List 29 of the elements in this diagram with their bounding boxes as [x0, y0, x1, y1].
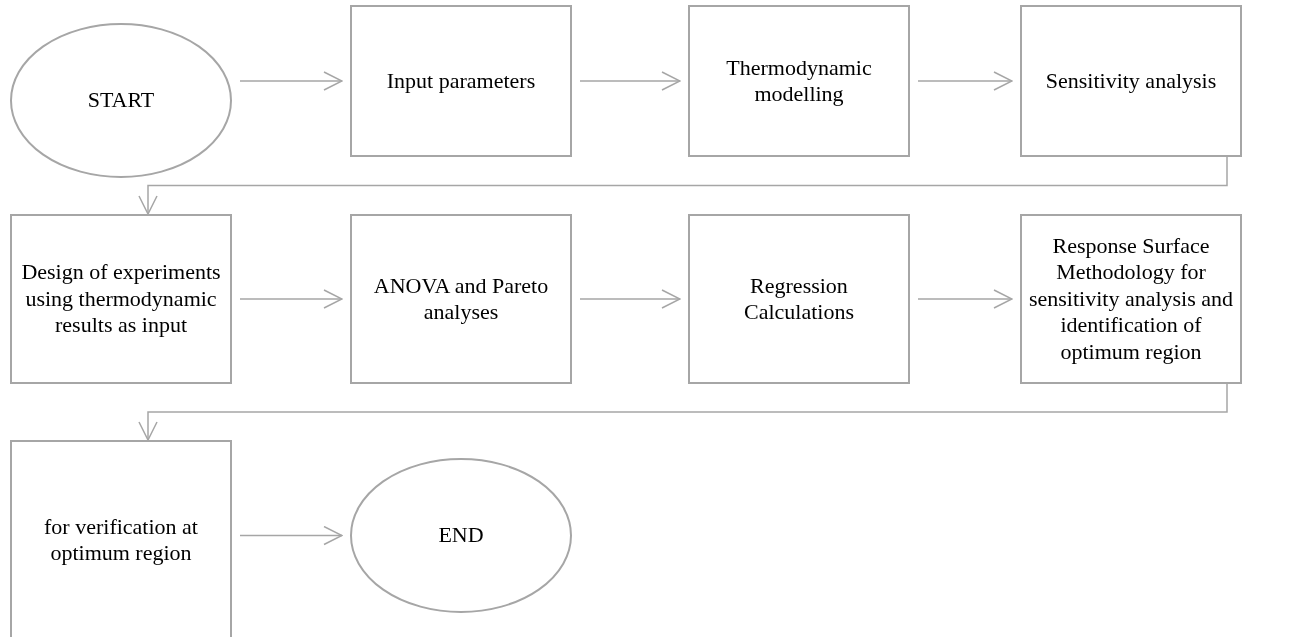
step-label: ANOVA and Pareto analyses — [372, 272, 550, 326]
arrow — [138, 383, 1228, 441]
process-box — [1020, 214, 1242, 384]
arrow — [138, 156, 1228, 215]
step-label: Thermodynamic modelling — [725, 54, 873, 108]
terminal-ellipse — [350, 458, 572, 613]
step-label: Response Surface Methodology for sensitivity analysis and identification of optimum region — [1027, 233, 1235, 365]
terminal-ellipse — [10, 23, 232, 178]
arrow — [579, 289, 681, 309]
process-box — [688, 5, 910, 157]
arrow — [579, 71, 681, 91]
process-box — [688, 214, 910, 384]
step-label: for verification at optimum region — [43, 513, 199, 567]
step-label: Input parameters — [385, 67, 537, 95]
arrow — [917, 71, 1013, 91]
step-label: END — [437, 522, 485, 549]
step-label: Regression Calculations — [743, 272, 855, 326]
process-box — [1020, 5, 1242, 157]
arrow — [917, 289, 1013, 309]
process-box — [10, 440, 232, 637]
step-label: START — [86, 87, 156, 114]
process-box — [350, 214, 572, 384]
arrow — [239, 525, 343, 546]
arrow — [239, 289, 343, 309]
step-label: Design of experiments using thermodynamic results as input — [20, 259, 222, 339]
process-box — [350, 5, 572, 157]
arrow — [239, 71, 343, 91]
step-label: Sensitivity analysis — [1044, 67, 1218, 95]
process-box — [10, 214, 232, 384]
